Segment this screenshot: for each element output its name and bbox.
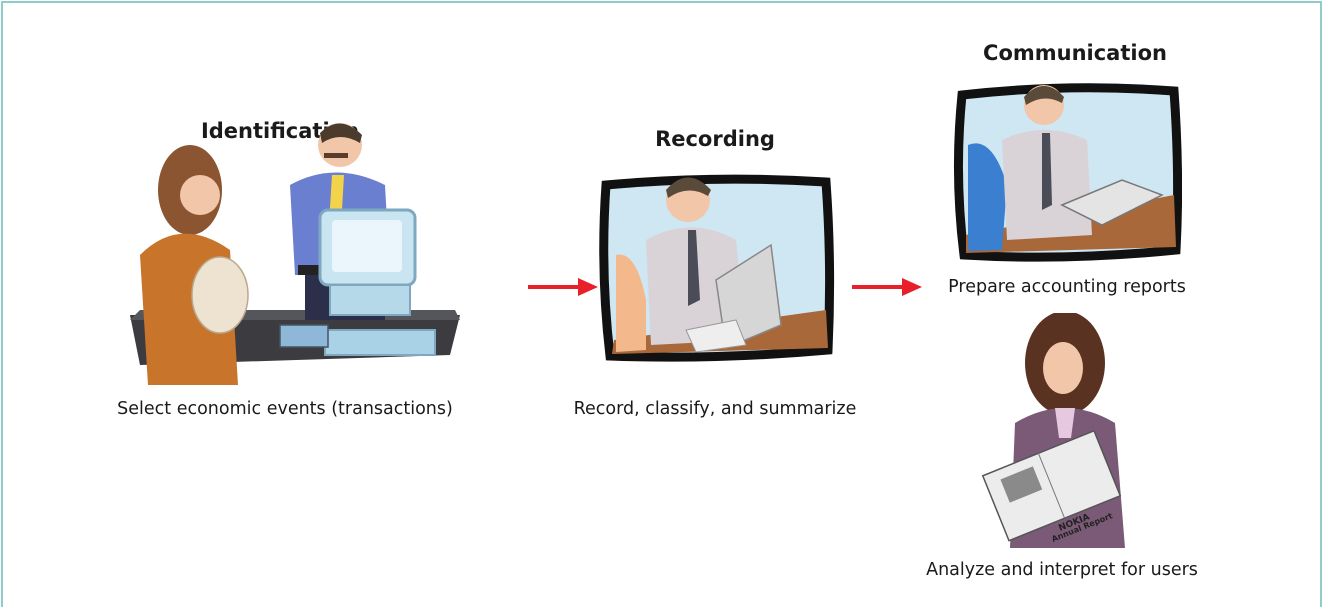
recording-illustration	[599, 174, 835, 362]
communication-reports-illustration	[953, 83, 1182, 262]
communication-users-illustration: NOKIA Annual Report	[981, 313, 1125, 548]
identification-illustration	[130, 123, 460, 385]
communication-reports-caption: Prepare accounting reports	[948, 277, 1186, 297]
identification-caption: Select economic events (transactions)	[117, 399, 453, 419]
communication-title: Communication	[983, 41, 1167, 65]
recording-title: Recording	[655, 127, 775, 151]
communication-users-caption: Analyze and interpret for users	[926, 560, 1198, 580]
recording-caption: Record, classify, and summarize	[573, 399, 857, 419]
arrow-right-icon	[852, 278, 922, 296]
arrow-right-icon	[528, 278, 598, 296]
